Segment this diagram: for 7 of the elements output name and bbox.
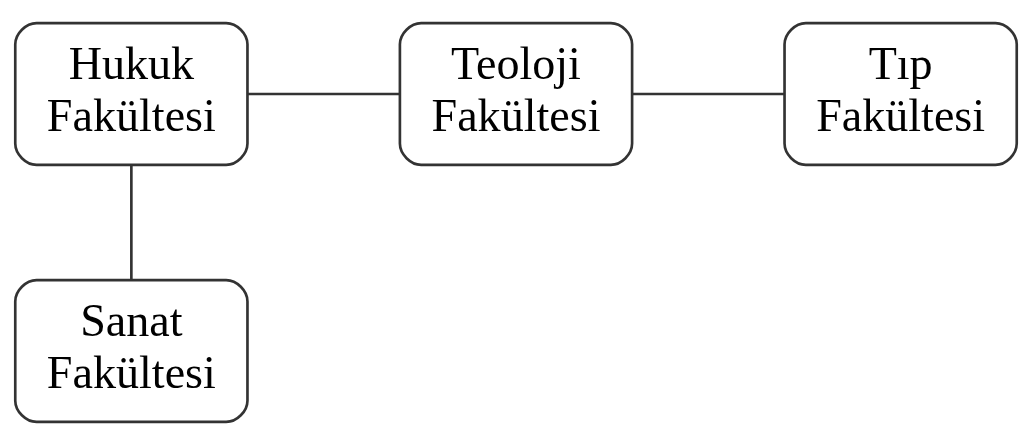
node-box: Sanat Fakültesi (13, 278, 249, 424)
node-box: Teoloji Fakültesi (398, 21, 634, 167)
connector (632, 92, 785, 96)
node-box: Tıp Fakültesi (783, 21, 1019, 167)
connector (130, 165, 133, 281)
connector (247, 92, 400, 96)
node-box: Hukuk Fakültesi (13, 21, 249, 167)
